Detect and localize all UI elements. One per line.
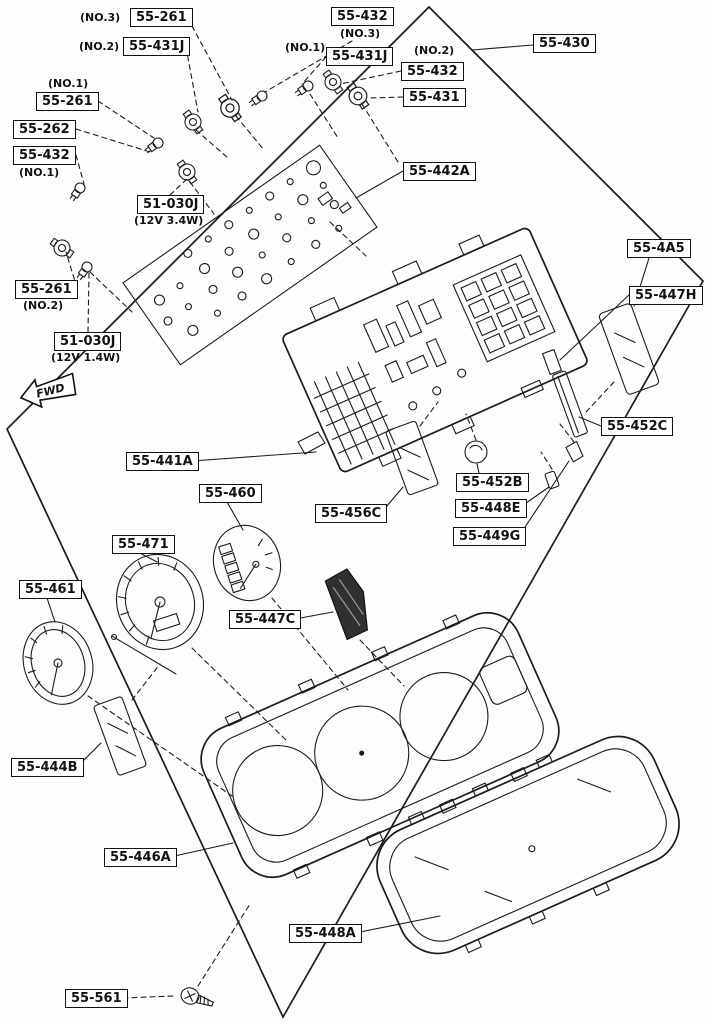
pcb-drawing xyxy=(122,144,378,366)
outer-border xyxy=(5,5,705,1019)
lens-drawing xyxy=(376,735,680,955)
part-label-55-460: 55-460 xyxy=(199,484,262,503)
clip-55-447h-drawing xyxy=(541,348,563,376)
housing-bracket-drawing xyxy=(297,431,326,455)
clip-55-448e-drawing xyxy=(544,470,560,490)
trim-55-447c-drawing xyxy=(324,568,368,641)
clip-55-449g-drawing xyxy=(565,440,584,463)
fwd-arrow: FWD xyxy=(19,372,77,409)
note-no3-left: (NO.3) xyxy=(80,11,121,24)
note-no3-right: (NO.3) xyxy=(340,27,381,40)
part-label-55-448a: 55-448A xyxy=(289,924,362,943)
strip-55-452c-drawing xyxy=(552,370,588,438)
part-label-55-471: 55-471 xyxy=(112,535,175,554)
part-label-55-449g: 55-449G xyxy=(453,527,527,546)
pointer-rod-drawing xyxy=(110,633,177,675)
part-label-55-431j-no1: 55-431J xyxy=(326,47,394,66)
part-label-55-431: 55-431 xyxy=(403,88,466,107)
part-label-55-456c: 55-456C xyxy=(315,504,388,523)
note-no2-lower: (NO.2) xyxy=(23,299,64,312)
part-label-55-430: 55-430 xyxy=(533,34,596,53)
note-no2-right: (NO.2) xyxy=(414,44,455,57)
small-gauge-drawing xyxy=(212,524,282,602)
part-label-55-262: 55-262 xyxy=(13,120,76,139)
part-label-55-432-no1: 55-432 xyxy=(13,146,76,165)
cap-55-452b-drawing xyxy=(464,440,488,464)
part-label-55-561: 55-561 xyxy=(65,989,128,1008)
part-label-55-4a5: 55-4A5 xyxy=(627,239,691,258)
note-12v-14w: (12V 1.4W) xyxy=(51,351,121,364)
screw-drawing xyxy=(180,987,214,1007)
tachometer-drawing xyxy=(22,621,94,705)
note-12v-34w: (12V 3.4W) xyxy=(134,214,204,227)
bezel-drawing xyxy=(200,611,560,879)
part-label-55-452b: 55-452B xyxy=(456,473,529,492)
part-label-55-442a: 55-442A xyxy=(403,162,476,181)
card-55-4a5-drawing xyxy=(598,303,660,395)
cluster-housing-drawing xyxy=(282,227,588,473)
note-no1-lower: (NO.1) xyxy=(19,166,60,179)
part-label-55-441a: 55-441A xyxy=(126,452,199,471)
card-55-456c-drawing xyxy=(385,420,439,496)
part-label-55-444b: 55-444B xyxy=(11,758,84,777)
part-label-55-432-no2: 55-432 xyxy=(401,62,464,81)
part-label-55-431j-no2: 55-431J xyxy=(123,37,191,56)
note-no1-left: (NO.1) xyxy=(48,77,89,90)
part-label-51-030j-14w: 51-030J xyxy=(54,332,122,351)
part-label-55-261-no3: 55-261 xyxy=(130,8,193,27)
part-label-51-030j-34w: 51-030J xyxy=(137,195,205,214)
note-no2-left: (NO.2) xyxy=(79,40,120,53)
part-label-55-432-no3: 55-432 xyxy=(331,7,394,26)
card-55-444b-drawing xyxy=(93,696,147,776)
part-label-55-446a: 55-446A xyxy=(104,848,177,867)
speedometer-drawing xyxy=(115,553,205,651)
part-label-55-452c: 55-452C xyxy=(601,417,674,436)
part-label-55-461: 55-461 xyxy=(19,580,82,599)
part-label-55-447h: 55-447H xyxy=(629,286,703,305)
part-label-55-448e: 55-448E xyxy=(455,499,527,518)
part-label-55-261-no2: 55-261 xyxy=(15,280,78,299)
part-label-55-261-no1: 55-261 xyxy=(36,92,99,111)
note-no1-mid: (NO.1) xyxy=(285,41,326,54)
part-label-55-447c: 55-447C xyxy=(229,610,302,629)
